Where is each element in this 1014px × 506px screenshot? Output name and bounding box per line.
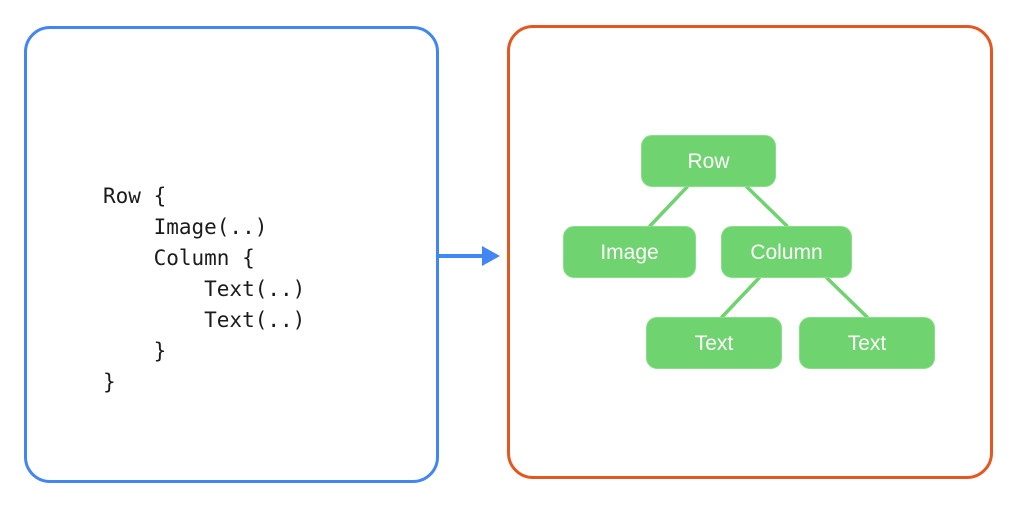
code-snippet-text: Row { Image(..) Column { Text(..) Text(.… (103, 184, 306, 394)
tree-node-row-label: Row (687, 149, 730, 173)
tree-node-column[interactable]: Column (721, 226, 852, 278)
tree-node-image-label: Image (600, 240, 659, 264)
tree-node-image[interactable]: Image (563, 226, 696, 278)
tree-node-text-1[interactable]: Text (646, 317, 782, 369)
edge-row-column (745, 185, 789, 228)
tree-node-row[interactable]: Row (641, 135, 776, 187)
edge-column-text2 (825, 276, 869, 319)
tree-node-text-1-label: Text (694, 331, 734, 355)
code-panel: Row { Image(..) Column { Text(..) Text(.… (24, 26, 439, 483)
tree-node-column-label: Column (750, 240, 823, 264)
tree-node-text-2-label: Text (847, 331, 887, 355)
transform-arrow (436, 246, 500, 266)
tree-connectors (648, 185, 869, 319)
edge-column-text1 (720, 276, 761, 319)
edge-row-image (648, 185, 689, 228)
tree-node-text-2[interactable]: Text (799, 317, 935, 369)
